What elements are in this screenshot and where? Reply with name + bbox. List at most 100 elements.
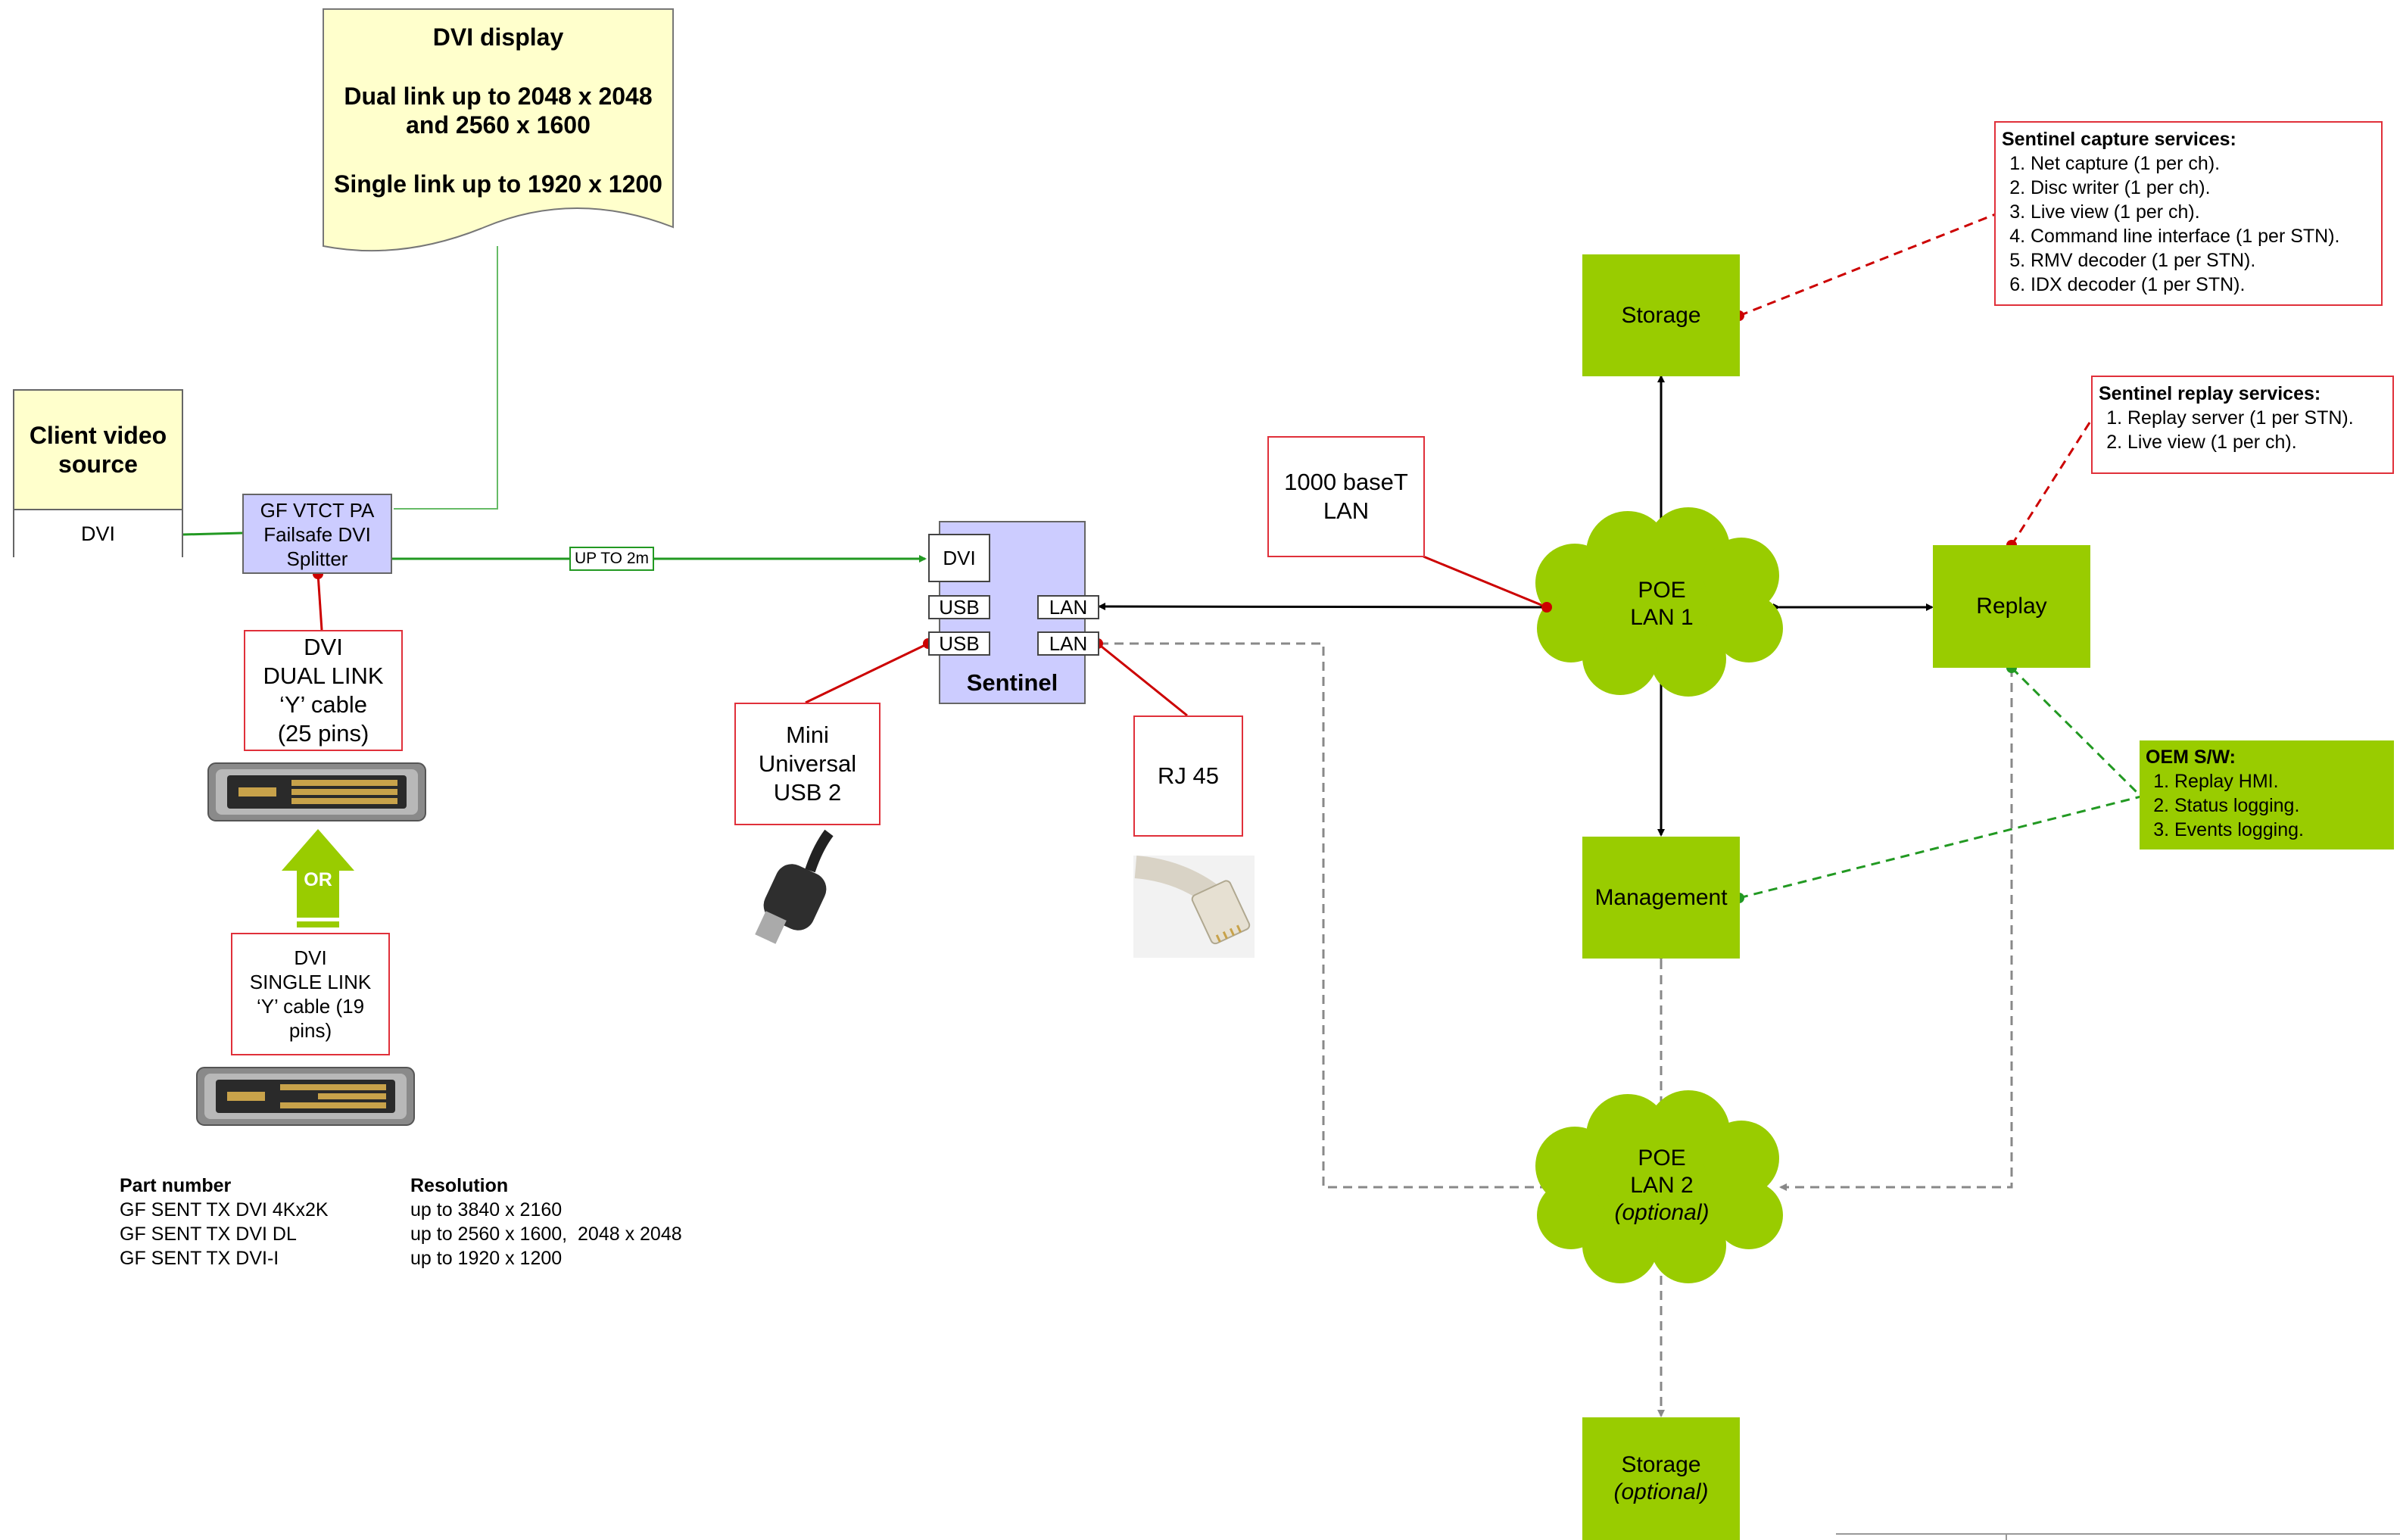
storage-optional-line-2: (optional): [1613, 1479, 1709, 1504]
dual-link-line-2: DUAL LINK: [263, 662, 384, 689]
list-item: Net capture (1 per ch).: [2031, 151, 2375, 176]
dual-link-callout: DVI DUAL LINK ‘Y’ cable (25 pins): [244, 630, 403, 751]
or-arrow-shape: [282, 829, 354, 927]
sentinel-usb-port-2: USB: [928, 631, 990, 656]
usb-callout-line-1: Mini: [786, 722, 829, 748]
replay-services-title: Sentinel replay services:: [2099, 383, 2321, 404]
table-cell: up to 1920 x 1200: [410, 1248, 563, 1269]
client-video-source-title: Client video source: [29, 422, 167, 478]
cable-length-label: UP TO 2m: [569, 547, 654, 571]
lan-callout-line-1: 1000 baseT: [1284, 469, 1408, 495]
sentinel-label: Sentinel: [966, 669, 1058, 696]
table-row: GF SENT TX DVI 4Kx2K up to 3840 x 2160: [120, 1198, 725, 1222]
dvi-display-note: DVI display Dual link up to 2048 x 2048 …: [323, 23, 673, 198]
dvi-splitter: GF VTCT PA Failsafe DVI Splitter: [242, 494, 392, 574]
part-number-table: Part number Resolution GF SENT TX DVI 4K…: [120, 1174, 725, 1270]
sentinel-to-lan2-dash: [1093, 640, 1547, 1189]
rj45-callout: RJ 45: [1133, 715, 1243, 837]
list-item: Replay server (1 per STN).: [2127, 406, 2386, 430]
replay-to-oem-dash: [2010, 666, 2143, 798]
table-row: GF SENT TX DVI-I up to 1920 x 1200: [120, 1246, 725, 1270]
storage-to-capture-dash: [1738, 212, 1998, 317]
list-item: Replay HMI.: [2174, 769, 2388, 793]
dvi-display-dual: Dual link up to 2048 x 2048: [344, 83, 653, 110]
lan-callout: 1000 baseT LAN: [1267, 436, 1425, 557]
table-cell: GF SENT TX DVI DL: [120, 1224, 297, 1245]
usb-callout: Mini Universal USB 2: [734, 703, 881, 825]
replay-services-box: Sentinel replay services: Replay server …: [2091, 376, 2394, 474]
management-box: Management: [1582, 837, 1740, 959]
capture-services-box: Sentinel capture services: Net capture (…: [1994, 121, 2383, 306]
poe-lan2-cloud-shape: [1535, 1090, 1783, 1283]
poe-lan2-line-3: (optional): [1614, 1200, 1710, 1225]
list-item: Live view (1 per ch).: [2031, 200, 2375, 224]
sentinel-usb-port-1: USB: [928, 595, 990, 619]
table-cell: GF SENT TX DVI-I: [120, 1248, 279, 1269]
dvi-single-connector-image: [196, 1067, 415, 1126]
lan-callout-line-2: LAN: [1323, 497, 1370, 524]
poe-lan2-label: POE LAN 2 (optional): [1590, 1145, 1734, 1227]
mini-usb-image: [755, 829, 834, 944]
part-table-header: Part number Resolution: [120, 1174, 725, 1198]
poe-lan2-line-2: LAN 2: [1630, 1173, 1694, 1198]
single-link-line-2: SINGLE LINK: [249, 971, 372, 993]
replay-box: Replay: [1933, 545, 2090, 668]
rj45-callout-line: [1097, 642, 1188, 717]
rj45-image: [1133, 856, 1255, 958]
splitter-line-3: Splitter: [286, 547, 348, 570]
dvi-display-dual-2: and 2560 x 1600: [406, 111, 591, 139]
single-link-line-3: ‘Y’ cable (19: [256, 995, 365, 1018]
table-row: GF SENT TX DVI DL up to 2560 x 1600, 204…: [120, 1222, 725, 1246]
part-number-header: Part number: [120, 1175, 232, 1196]
sentinel-lan-port-1: LAN: [1037, 595, 1099, 619]
dvi-dual-connector-image: [207, 762, 426, 821]
replay-to-lan2-dash: [1779, 662, 2015, 1191]
capture-services-title: Sentinel capture services:: [2002, 129, 2236, 150]
poe-lan1-label: POE LAN 1: [1590, 577, 1734, 631]
table-cell: GF SENT TX DVI 4Kx2K: [120, 1199, 329, 1220]
single-link-line-1: DVI: [294, 946, 327, 969]
resolution-header: Resolution: [410, 1175, 509, 1196]
dvi-display-title: DVI display: [432, 23, 564, 51]
dual-link-line-1: DVI: [304, 634, 343, 660]
single-link-line-4: pins): [288, 1019, 332, 1042]
poe-lan1-line-2: LAN 1: [1630, 605, 1694, 630]
list-item: Status logging.: [2174, 793, 2388, 818]
lan-callout-line: [1423, 555, 1548, 609]
sentinel-lan-port-2: LAN: [1037, 631, 1099, 656]
table-cell: up to 2560 x 1600, 2048 x 2048: [410, 1224, 682, 1245]
list-item: Live view (1 per ch).: [2127, 430, 2386, 454]
list-item: Events logging.: [2174, 818, 2388, 842]
storage-optional-box: Storage (optional): [1582, 1417, 1740, 1540]
client-video-source: Client video source DVI: [13, 389, 183, 557]
oem-title: OEM S/W:: [2146, 747, 2236, 768]
sentinel-dvi-port: DVI: [928, 534, 990, 582]
poe-lan1-cloud-shape: [1535, 507, 1783, 697]
poe-lan2-line-1: POE: [1638, 1146, 1686, 1171]
storage-optional-line-1: Storage: [1621, 1452, 1701, 1477]
or-label: OR: [304, 869, 332, 890]
note-to-splitter-line: [394, 246, 498, 510]
dvi-display-note-shape: [323, 8, 674, 252]
client-to-splitter-line: [182, 532, 243, 536]
table-cell: up to 3840 x 2160: [410, 1199, 563, 1220]
splitter-line-1: GF VTCT PA: [260, 499, 375, 522]
list-item: Disc writer (1 per ch).: [2031, 176, 2375, 200]
lan1-to-sentinel-arrow: [1098, 603, 1548, 611]
usb-callout-line-2: Universal: [758, 750, 857, 777]
replay-to-services-dash: [2010, 419, 2093, 546]
dual-link-line-3: ‘Y’ cable: [279, 691, 368, 718]
splitter-callout-line: [316, 573, 323, 631]
management-to-oem-dash: [1738, 795, 2142, 899]
list-item: RMV decoder (1 per STN).: [2031, 248, 2375, 273]
dual-link-line-4: (25 pins): [277, 720, 369, 747]
oem-software-box: OEM S/W: Replay HMI. Status logging. Eve…: [2140, 740, 2394, 849]
storage-box: Storage: [1582, 254, 1740, 376]
client-dvi-port: DVI: [14, 509, 182, 557]
single-link-callout: DVI SINGLE LINK ‘Y’ cable (19 pins): [231, 933, 390, 1055]
poe-lan1-line-1: POE: [1638, 578, 1686, 603]
list-item: Command line interface (1 per STN).: [2031, 224, 2375, 248]
list-item: IDX decoder (1 per STN).: [2031, 273, 2375, 297]
splitter-line-2: Failsafe DVI: [263, 523, 371, 546]
